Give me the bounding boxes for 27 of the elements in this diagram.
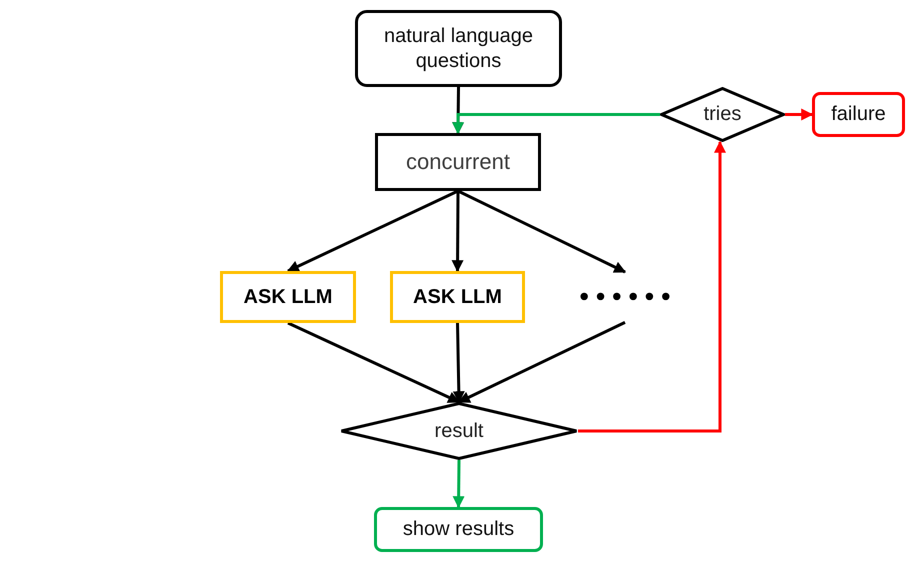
arrow <box>452 460 465 508</box>
arrow <box>287 322 460 404</box>
decision-diamond <box>340 402 578 460</box>
process-box <box>390 271 525 323</box>
node-label: tries <box>702 102 742 127</box>
end-box <box>812 92 905 137</box>
node-label: ASK LLM <box>412 284 503 310</box>
decision-diamond <box>660 87 785 142</box>
arrow <box>452 322 465 404</box>
start-box <box>355 10 562 87</box>
arrow <box>578 140 726 432</box>
arrow <box>452 113 660 134</box>
ellipsis-text: • • • • • • <box>578 280 672 312</box>
arrow <box>452 190 464 272</box>
arrow <box>458 321 626 404</box>
node-label: result <box>434 418 484 444</box>
node-label: natural language questions <box>382 24 534 74</box>
node-label: failure <box>830 102 887 127</box>
node-label: show results <box>402 517 516 542</box>
arrow <box>286 190 459 272</box>
end-box <box>374 507 543 552</box>
arrow <box>457 190 626 274</box>
process-box <box>375 133 541 191</box>
node-label: concurrent <box>405 148 511 176</box>
arrow <box>785 108 814 120</box>
process-box <box>220 271 356 323</box>
node-label: ASK LLM <box>242 284 334 310</box>
